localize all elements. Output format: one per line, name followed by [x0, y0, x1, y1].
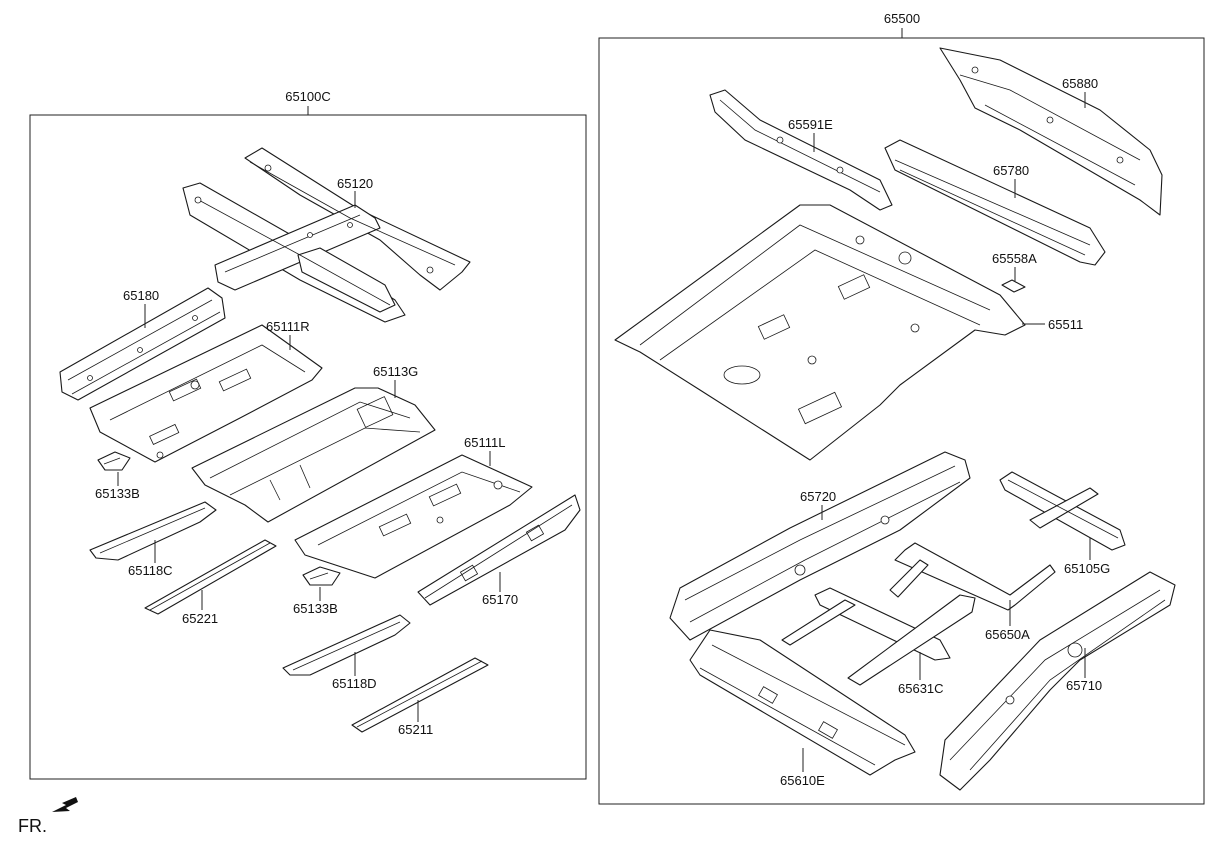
group-65500: 65500	[598, 11, 1205, 805]
label-65118D: 65118D	[332, 676, 377, 691]
part-65170[interactable]	[417, 494, 581, 606]
part-65558A[interactable]	[1001, 279, 1026, 293]
front-direction-label: FR.	[18, 816, 47, 836]
label-65880: 65880	[1062, 76, 1098, 91]
part-65180[interactable]	[59, 287, 226, 401]
part-65118D[interactable]	[282, 614, 411, 676]
label-65211: 65211	[398, 722, 433, 737]
part-65511[interactable]	[614, 204, 1026, 461]
label-65710: 65710	[1066, 678, 1102, 693]
part-65610E[interactable]	[689, 629, 916, 776]
part-65105G[interactable]	[999, 471, 1126, 551]
part-65113G[interactable]	[191, 387, 436, 523]
label-65511: 65511	[1048, 317, 1083, 332]
group-label-65100C: 65100C	[285, 89, 331, 104]
label-65591E: 65591E	[788, 117, 833, 132]
part-65221[interactable]	[144, 539, 277, 615]
part-65720[interactable]	[669, 451, 971, 641]
part-65780[interactable]	[884, 139, 1106, 266]
label-65111L: 65111L	[464, 435, 505, 450]
label-65650A: 65650A	[985, 627, 1030, 642]
label-65170: 65170	[482, 592, 518, 607]
group-65100C: 65100C	[29, 89, 587, 780]
part-65710[interactable]	[939, 571, 1176, 791]
part-65120[interactable]	[182, 147, 471, 323]
label-65118C: 65118C	[128, 563, 173, 578]
front-direction-arrow-icon	[52, 797, 78, 812]
label-65780: 65780	[993, 163, 1029, 178]
label-65610E: 65610E	[780, 773, 825, 788]
label-65120: 65120	[337, 176, 373, 191]
part-65133B-bottom[interactable]	[302, 566, 341, 586]
label-65180: 65180	[123, 288, 159, 303]
group-label-65500: 65500	[884, 11, 920, 26]
group-frame-65100C	[29, 114, 587, 780]
label-65105G: 65105G	[1064, 561, 1110, 576]
part-65650A[interactable]	[889, 542, 1056, 611]
part-65631C[interactable]	[781, 587, 976, 686]
part-65880[interactable]	[939, 47, 1163, 216]
label-65133B-bottom: 65133B	[293, 601, 338, 616]
label-65631C: 65631C	[898, 681, 944, 696]
label-65133B-top: 65133B	[95, 486, 140, 501]
part-65111R[interactable]	[89, 324, 323, 463]
label-65113G: 65113G	[373, 364, 418, 379]
part-65133B-top[interactable]	[97, 451, 131, 471]
part-65591E[interactable]	[709, 89, 893, 211]
part-65211[interactable]	[351, 657, 489, 733]
label-65221: 65221	[182, 611, 218, 626]
part-65118C[interactable]	[89, 501, 217, 561]
label-65558A: 65558A	[992, 251, 1037, 266]
label-65720: 65720	[800, 489, 836, 504]
group-frame-65500	[598, 37, 1205, 805]
part-65111L[interactable]	[294, 454, 533, 579]
label-65111R: 65111R	[266, 319, 310, 334]
